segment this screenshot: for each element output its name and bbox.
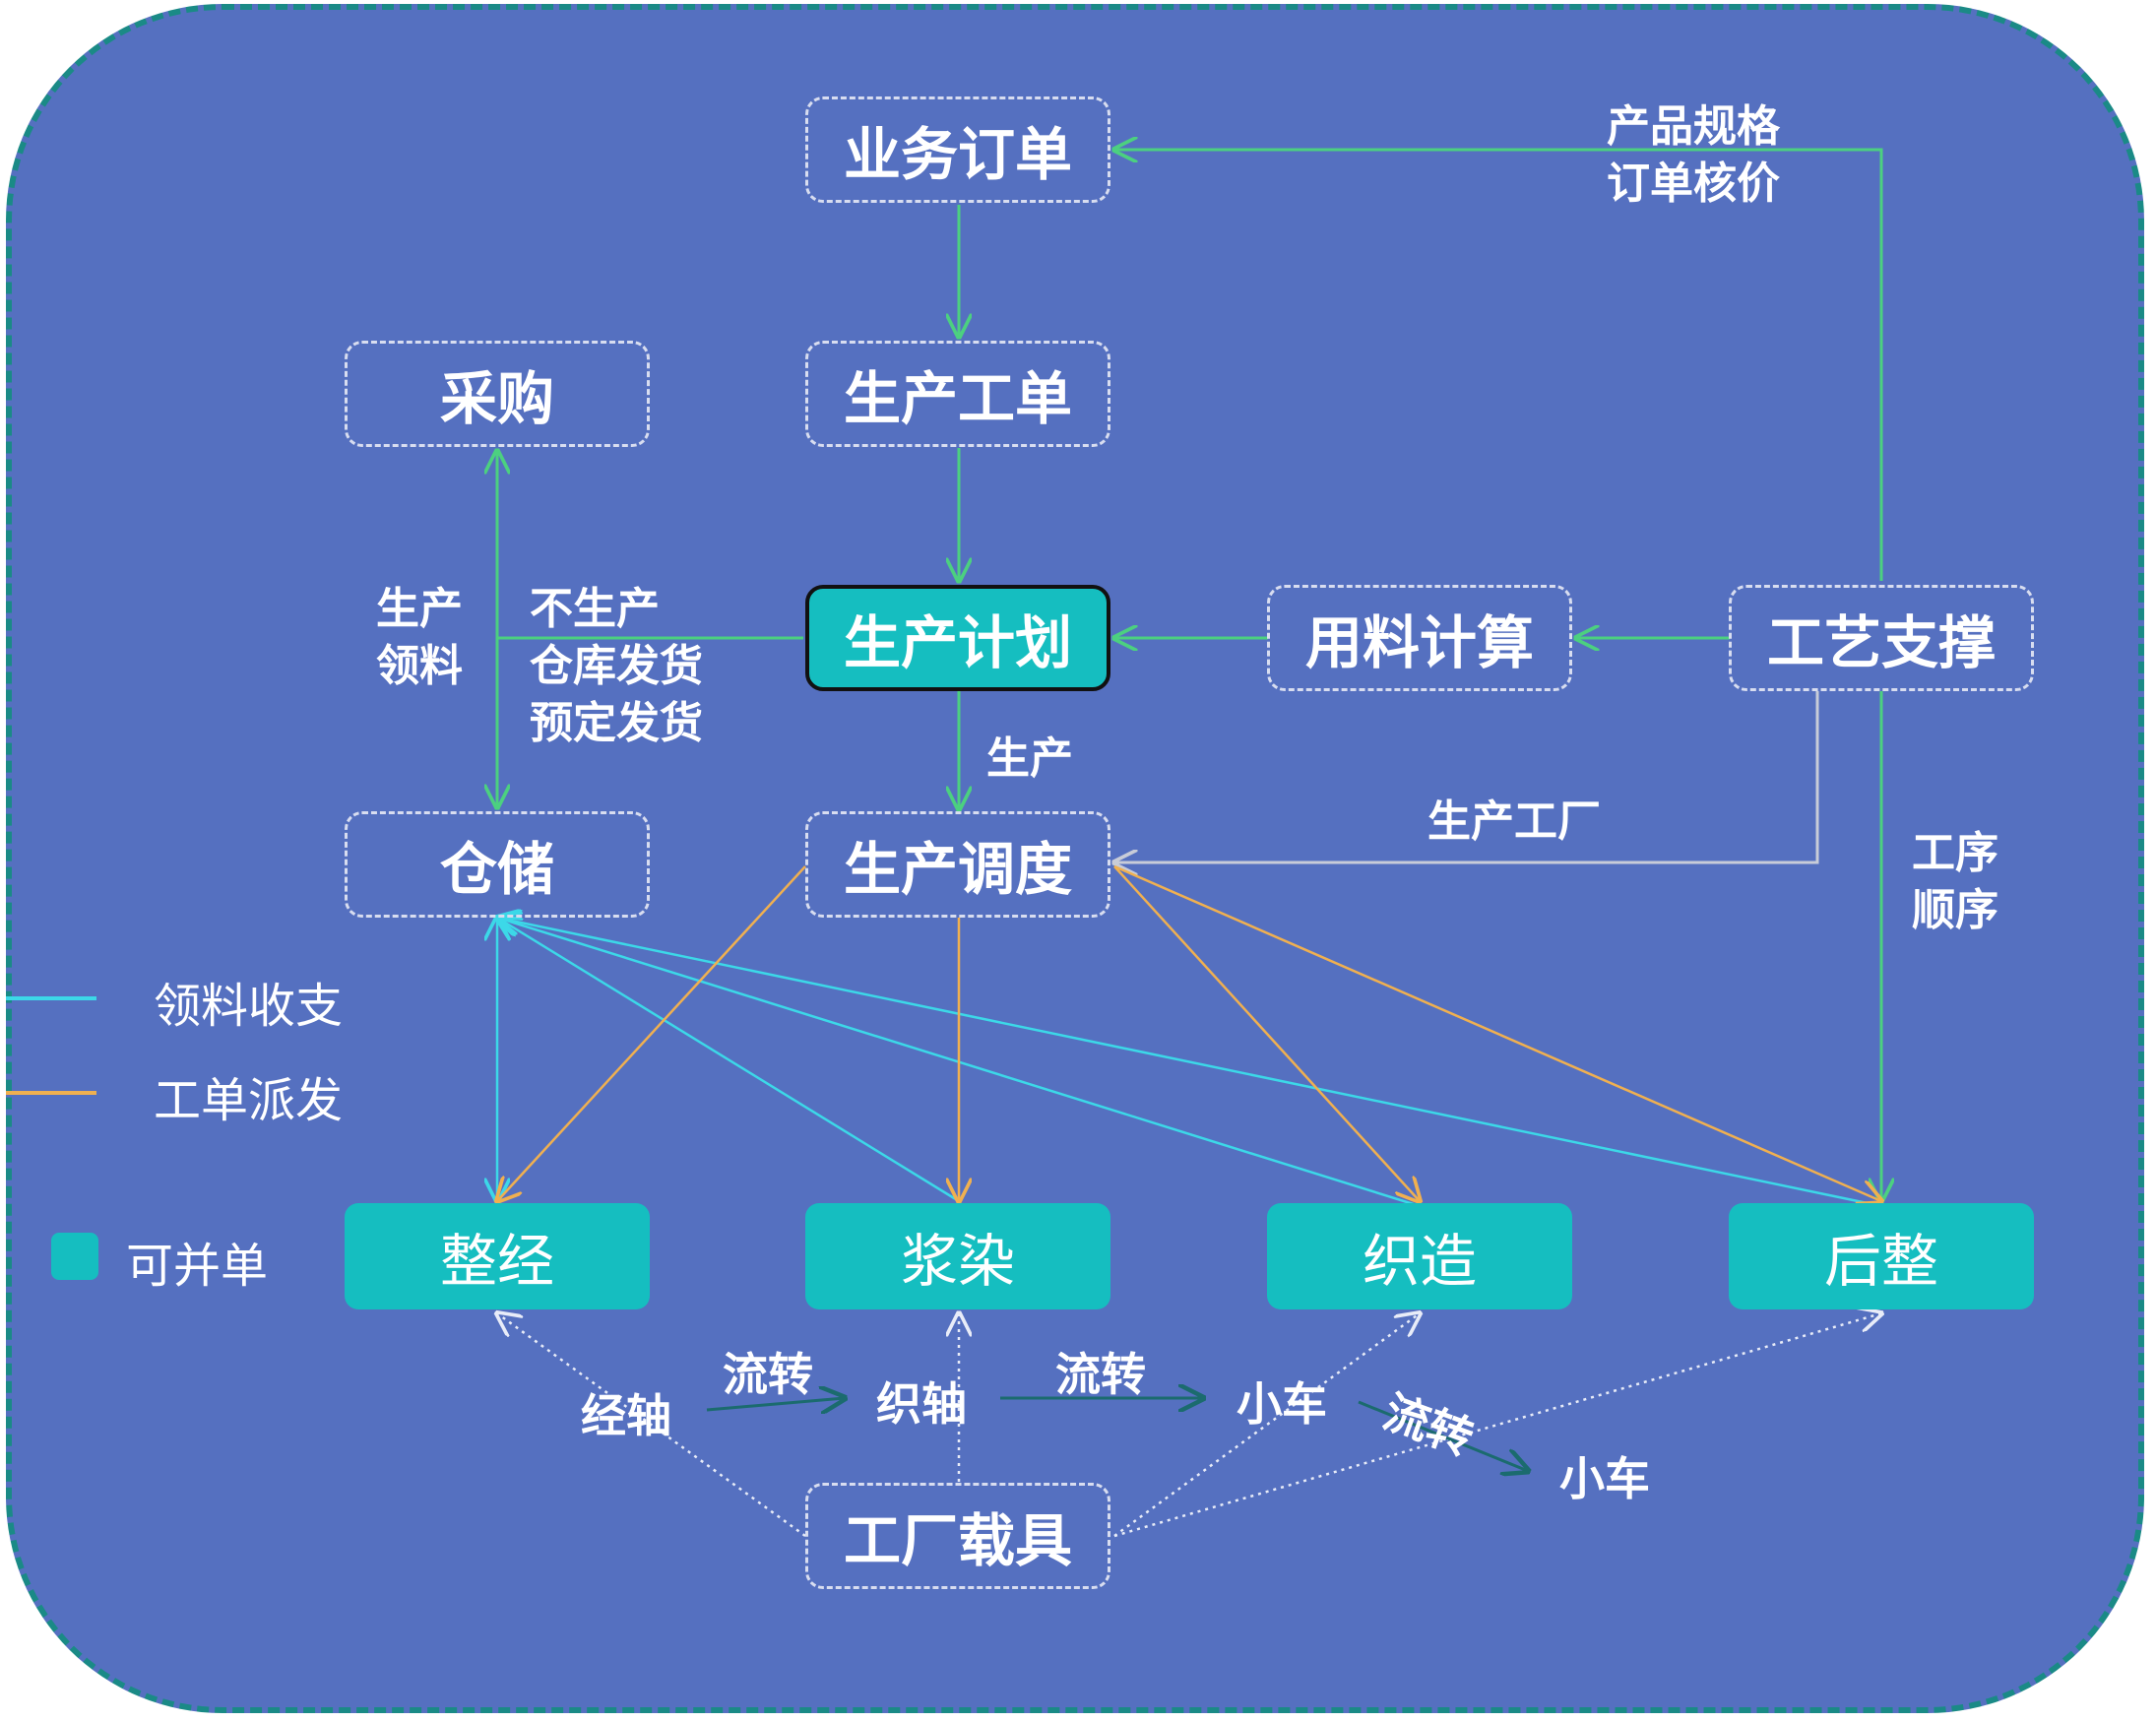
node-process-support-label: 工艺支撑 (1766, 609, 1996, 676)
edge-support-to-order (1114, 150, 1883, 581)
label-process-order-line-1: 工序 (1912, 828, 1998, 878)
node-purchase-label: 采购 (439, 365, 554, 432)
label-production-picking-line-2: 领料 (376, 641, 463, 691)
legend-dispatch-line (6, 1091, 96, 1095)
transfer-label-1: 流转 (723, 1348, 813, 1401)
legend-material-label: 领料收支 (154, 979, 344, 1034)
label-production-factory: 生产工厂 (1427, 797, 1601, 847)
node-business-order[interactable]: 业务订单 (805, 96, 1110, 203)
node-warping[interactable]: 整经 (345, 1203, 650, 1309)
node-warping-label: 整经 (439, 1228, 554, 1295)
label-process-order-line-2: 顺序 (1912, 885, 1998, 935)
node-finishing[interactable]: 后整 (1729, 1203, 2034, 1309)
label-spec-price-line-1: 产品规格 (1607, 101, 1780, 152)
node-sizing[interactable]: 浆染 (805, 1203, 1110, 1309)
label-process-order: 工序 顺序 (1912, 825, 1998, 939)
node-storage-label: 仓储 (439, 836, 554, 903)
node-weaving-label: 织造 (1362, 1228, 1477, 1295)
carrier-warp-beam: 经轴 (581, 1389, 671, 1442)
node-factory-carrier[interactable]: 工厂载具 (805, 1483, 1110, 1589)
node-process-support[interactable]: 工艺支撑 (1729, 585, 2034, 691)
label-production-picking-line-1: 生产 (376, 584, 463, 634)
label-production: 生产 (986, 733, 1073, 784)
carrier-cart-2: 小车 (1559, 1452, 1650, 1505)
carrier-cart-1: 小车 (1237, 1377, 1327, 1431)
node-production-plan[interactable]: 生产计划 (805, 585, 1110, 691)
legend-material-line (6, 996, 96, 1000)
carrier-weaving-beam: 织轴 (876, 1377, 967, 1431)
edge-support-to-scheduling (1114, 691, 1819, 862)
label-non-production-line-2: 仓库发货 (530, 641, 703, 691)
edge-transfer-3 (1358, 1400, 1528, 1471)
label-spec-price: 产品规格 订单核价 (1607, 98, 1780, 213)
legend-mergeable-label: 可并单 (126, 1239, 269, 1294)
diagram-frame (6, 4, 2144, 1713)
node-storage[interactable]: 仓储 (345, 811, 650, 918)
node-weaving[interactable]: 织造 (1267, 1203, 1572, 1309)
node-production-plan-label: 生产计划 (843, 609, 1072, 676)
label-non-production-line-1: 不生产 (530, 584, 660, 634)
node-production-work-order-label: 生产工单 (843, 365, 1072, 432)
edge-carrier-finishing (1113, 1313, 1881, 1538)
node-production-work-order[interactable]: 生产工单 (805, 341, 1110, 447)
node-business-order-label: 业务订单 (843, 121, 1072, 188)
edge-sizing-to-storage (497, 918, 960, 1203)
edge-carrier-warping (497, 1313, 806, 1538)
edge-dispatch-weaving (1113, 865, 1420, 1201)
node-production-scheduling[interactable]: 生产调度 (805, 811, 1110, 918)
edge-dispatch-warping (497, 865, 806, 1201)
transfer-label-2: 流转 (1055, 1348, 1146, 1401)
node-material-calculation-label: 用料计算 (1304, 609, 1534, 676)
node-production-scheduling-label: 生产调度 (843, 836, 1072, 903)
edge-dispatch-finishing (1113, 864, 1881, 1201)
edge-transfer-1 (706, 1398, 845, 1410)
node-factory-carrier-label: 工厂载具 (843, 1507, 1072, 1574)
node-finishing-label: 后整 (1823, 1228, 1938, 1295)
label-spec-price-line-2: 订单核价 (1607, 159, 1780, 209)
label-production-picking: 生产 领料 (376, 581, 463, 695)
edge-finishing-to-storage (497, 918, 1882, 1208)
label-non-production: 不生产 仓库发货 预定发货 (530, 581, 703, 752)
node-purchase[interactable]: 采购 (345, 341, 650, 447)
legend-dispatch-label: 工单派发 (154, 1073, 344, 1128)
node-sizing-label: 浆染 (900, 1228, 1015, 1295)
legend-mergeable-swatch (51, 1233, 98, 1280)
label-non-production-line-3: 预定发货 (530, 698, 703, 748)
node-material-calculation[interactable]: 用料计算 (1267, 585, 1572, 691)
